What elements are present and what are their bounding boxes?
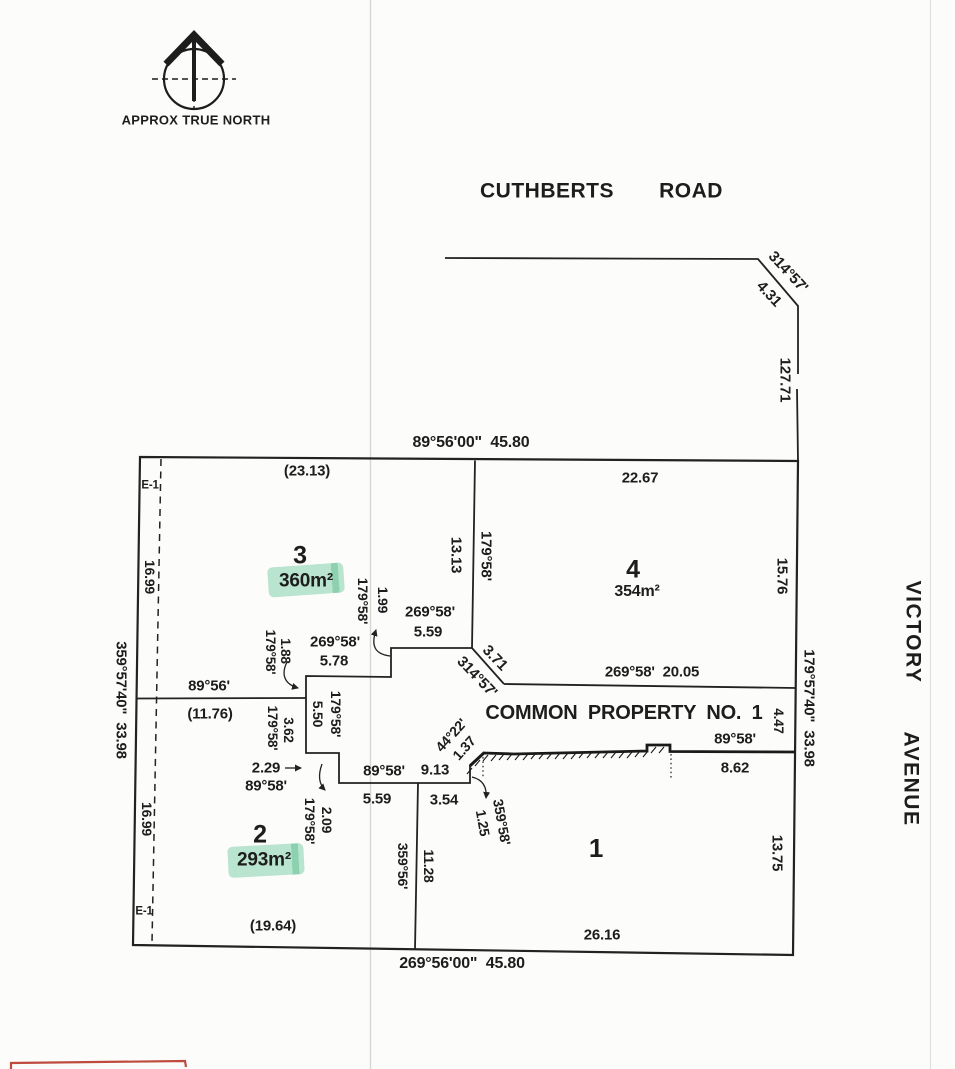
div34-distance: 13.13	[447, 536, 465, 574]
road-name-road: ROAD	[659, 179, 723, 203]
lot4-corner-splay	[471, 647, 505, 685]
seg862-bearing: 89°58'	[714, 730, 756, 748]
seg229-distance: 2.29	[251, 759, 281, 777]
lot1-bottom-distance: 26.16	[583, 926, 621, 944]
left-boundary-label: 359°57'40" 33.98	[112, 641, 130, 759]
lot2-bottom-distance: (19.64)	[249, 917, 297, 935]
seg199-bearing: 179°58'	[355, 577, 371, 625]
easement-e1-dashed-line	[151, 458, 162, 944]
dotted-extent-lines	[482, 754, 672, 779]
lot2-number: 2	[253, 820, 267, 849]
div12-bearing: 359°56'	[395, 842, 411, 890]
seg559-bearing: 269°58'	[405, 603, 455, 621]
seg550-bearing: 179°58'	[328, 690, 344, 738]
arrow-1-25	[471, 776, 491, 799]
arrow-1-88	[283, 661, 299, 690]
street-name-avenue: AVENUE	[899, 731, 923, 827]
lot3-lot4-divider	[471, 460, 476, 649]
lot1-number: 1	[588, 833, 604, 863]
bottom-boundary-label: 269°56'00" 45.80	[399, 955, 525, 972]
common-property-label: COMMON PROPERTY NO. 1	[485, 702, 763, 724]
cp-right-distance: 4.47	[770, 708, 786, 734]
common-property-south-boundary	[469, 743, 796, 768]
seg559-distance: 5.59	[413, 623, 443, 641]
lot2-lot3-divider	[135, 697, 307, 700]
lot4-area: 354m²	[614, 583, 660, 600]
seg559b-distance: 5.59	[362, 790, 392, 808]
seg188-distance: 1.88	[277, 638, 293, 664]
lot3-number: 3	[293, 541, 307, 570]
lot23-distance: (11.76)	[187, 705, 233, 723]
seg550-distance: 5.50	[310, 700, 326, 728]
seg229-bearing: 89°58'	[245, 777, 287, 795]
seg199-distance: 1.99	[375, 586, 391, 614]
plan-outer-boundary	[131, 455, 800, 957]
lot3-top-distance: (23.13)	[283, 462, 331, 480]
lot3-area: 360m²	[279, 570, 333, 592]
lot1-lot2-divider	[414, 782, 419, 950]
north-caption: APPROX TRUE NORTH	[121, 112, 271, 128]
north-arrow-icon	[152, 29, 236, 111]
seg913-distance: 9.13	[420, 761, 450, 779]
red-stamp-box	[9, 1059, 188, 1069]
div34-bearing: 179°58'	[477, 531, 495, 581]
common-property-north-boundary	[503, 683, 797, 689]
seg578-bearing: 269°58'	[310, 633, 360, 651]
street-name-victory: VICTORY	[901, 580, 925, 684]
lot4-number: 4	[626, 555, 640, 584]
lot23-bearing: 89°56'	[188, 677, 230, 695]
seg209-distance: 2.09	[319, 806, 335, 834]
lot1-right-distance: 13.75	[768, 834, 786, 872]
arrow-1-99	[370, 629, 391, 657]
seg354-distance: 3.54	[429, 791, 459, 809]
seg362-distance: 3.62	[280, 717, 296, 743]
seg362-bearing: 179°58'	[264, 705, 280, 751]
arrow-2-09	[318, 763, 326, 791]
easement-label-top: E-1	[141, 479, 159, 492]
seg578-distance: 5.78	[319, 652, 349, 670]
seg862-distance: 8.62	[720, 759, 750, 777]
lot2-area: 293m²	[237, 849, 291, 871]
road-boundary-victory-frontage	[796, 388, 799, 462]
easement-dist-bottom: 16.99	[139, 801, 155, 837]
easement-label-bottom: E-1	[135, 905, 153, 918]
right-boundary-label: 179°57'40" 33.98	[800, 649, 818, 767]
easement-dist-top: 16.99	[142, 559, 158, 595]
cp-north-label: 269°58' 20.05	[604, 663, 700, 681]
road-boundary-cuthberts	[444, 257, 799, 374]
distance-frontage: 127.71	[776, 357, 794, 403]
seg188-bearing: 179°58'	[262, 629, 278, 675]
lot4-right-distance: 15.76	[773, 557, 791, 595]
boundary-hatching	[466, 746, 665, 775]
seg209-bearing: 179°58'	[302, 797, 318, 845]
seg913-bearing: 89°58'	[363, 762, 405, 780]
seg125-distance: 1.25	[472, 808, 494, 838]
lot4-top-distance: 22.67	[621, 469, 659, 487]
top-boundary-label: 89°56'00" 45.80	[412, 434, 530, 451]
road-name-cuthberts: CUTHBERTS	[480, 179, 614, 203]
lot3-stepped-boundary	[305, 647, 485, 784]
leader-arrows	[283, 629, 491, 799]
div12-distance: 11.28	[421, 849, 437, 883]
